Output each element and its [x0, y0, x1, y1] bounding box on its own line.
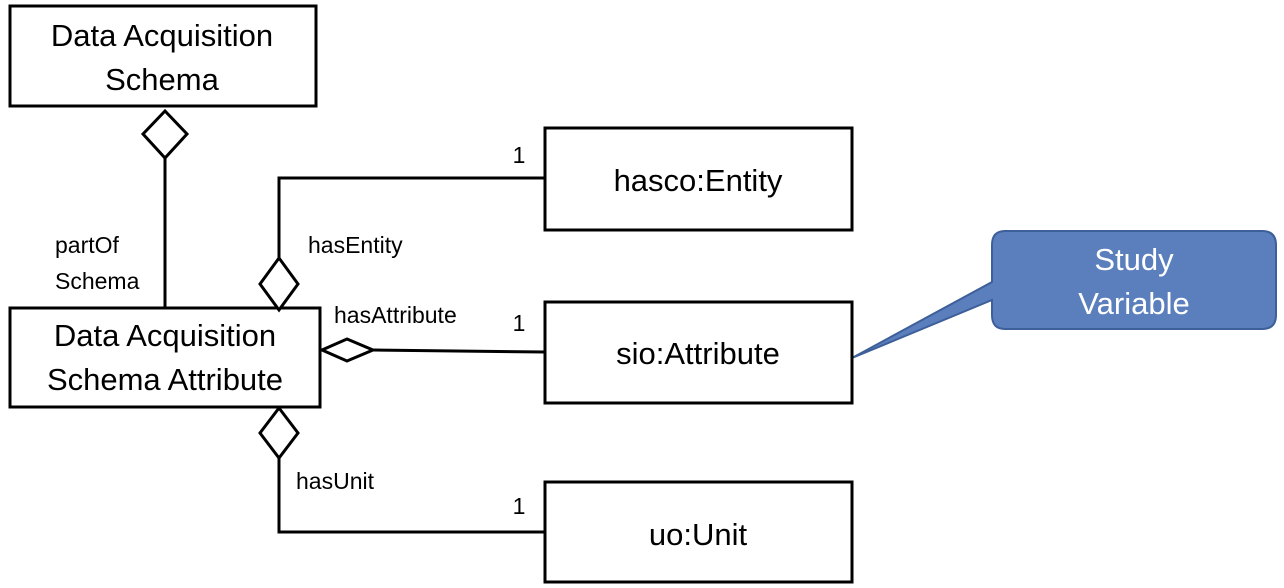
uo-unit-label: uo:Unit: [649, 517, 748, 552]
hasco-entity-box: hasco:Entity: [543, 126, 854, 232]
attribute-aggregation-diamond: [318, 337, 377, 363]
has-unit-line: [277, 458, 545, 534]
has-attribute-multiplicity: 1: [513, 310, 526, 336]
has-unit-label: hasUnit: [296, 468, 375, 494]
sio-attribute-label: sio:Attribute: [616, 336, 780, 371]
has-unit-multiplicity: 1: [513, 493, 526, 519]
schema-aggregation-diamond: [140, 108, 190, 161]
schema-box-line2: Schema: [105, 62, 219, 97]
has-entity-line: [277, 176, 545, 258]
schema-attribute-box-line1: Data Acquisition: [54, 318, 276, 353]
callout-line2: Variable: [1078, 286, 1189, 321]
data-acquisition-schema-attribute-box: Data Acquisition Schema Attribute: [8, 306, 322, 409]
has-entity-multiplicity: 1: [513, 142, 526, 168]
has-attribute-line: [372, 348, 546, 354]
unit-aggregation-diamond: [258, 405, 300, 461]
schema-box-line1: Data Acquisition: [51, 18, 273, 53]
has-attribute-label: hasAttribute: [334, 302, 457, 328]
data-acquisition-schema-box: Data Acquisition Schema: [8, 4, 318, 108]
entity-aggregation-diamond: [258, 255, 300, 313]
hasco-entity-label: hasco:Entity: [614, 163, 783, 198]
uo-unit-box: uo:Unit: [543, 480, 854, 584]
has-entity-label: hasEntity: [308, 232, 403, 258]
part-of-label-line1: partOf: [55, 232, 120, 258]
study-variable-callout: Study Variable: [851, 230, 1277, 359]
sio-attribute-box: sio:Attribute: [543, 300, 854, 405]
callout-line1: Study: [1094, 242, 1174, 277]
schema-attribute-box-line2: Schema Attribute: [47, 362, 283, 397]
part-of-label-line2: Schema: [55, 268, 140, 294]
